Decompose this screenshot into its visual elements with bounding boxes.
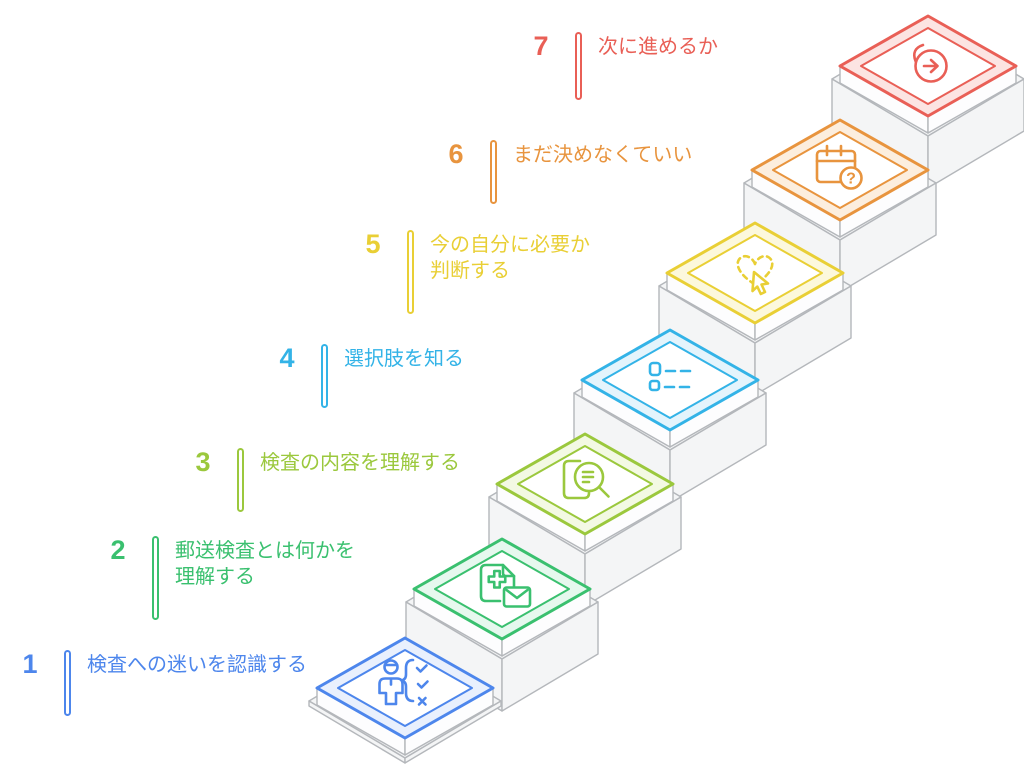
step-1-label: 1 検査への迷いを認識する xyxy=(8,650,307,716)
step-label-text: 検査の内容を理解する xyxy=(260,452,460,474)
step-number: 3 xyxy=(195,447,211,477)
step-accent-bar xyxy=(321,344,328,408)
person-decision-icon xyxy=(378,658,429,706)
step-2-inner-diamond xyxy=(434,550,570,628)
step-2-label: 2 郵送検査とは何かを 理解する xyxy=(96,536,355,620)
step-riser-right-wall xyxy=(404,700,502,764)
step-7-label: 7 次に進めるか xyxy=(519,32,718,100)
step-accent-bar xyxy=(407,230,414,314)
heart-cursor-icon xyxy=(736,254,774,296)
step-accent-bar xyxy=(237,448,244,512)
step-number: 4 xyxy=(279,343,295,373)
step-number: 2 xyxy=(110,535,126,565)
step-label-text: 次に進めるか xyxy=(598,36,718,58)
options-list-icon xyxy=(648,361,692,392)
step-6-label: 6 まだ決めなくていい xyxy=(434,140,692,204)
step-6-inner-diamond xyxy=(772,131,908,209)
step-1-platform xyxy=(308,636,502,764)
step-4-inner-diamond xyxy=(602,341,738,419)
step-accent-bar xyxy=(152,536,159,620)
step-number: 5 xyxy=(365,229,381,259)
step-label-text: まだ決めなくていい xyxy=(513,144,693,166)
medical-mail-icon xyxy=(479,563,532,608)
step-4-platform xyxy=(573,328,767,503)
step-label-text: 郵送検査とは何かを 理解する xyxy=(175,540,355,588)
step-5-label: 5 今の自分に必要か 判断する xyxy=(351,230,590,314)
step-label-text: 検査への迷いを認識する xyxy=(87,654,307,676)
step-number: 1 xyxy=(22,649,38,679)
step-3-platform xyxy=(488,432,682,607)
step-number: 6 xyxy=(448,139,464,169)
step-accent-bar xyxy=(64,650,71,716)
step-4-label: 4 選択肢を知る xyxy=(265,344,464,408)
step-number: 7 xyxy=(533,31,549,61)
step-label-text: 選択肢を知る xyxy=(344,348,464,370)
step-accent-bar xyxy=(575,32,582,100)
svg-text:?: ? xyxy=(846,171,856,188)
step-riser-right-wall xyxy=(501,601,599,712)
document-magnifier-icon xyxy=(562,459,610,500)
step-label-text: 今の自分に必要か 判断する xyxy=(430,234,590,282)
calendar-question-icon: ? xyxy=(815,144,863,190)
step-3-label: 3 検査の内容を理解する xyxy=(181,448,460,512)
forward-arrow-icon xyxy=(912,43,948,83)
step-accent-bar xyxy=(490,140,497,204)
step-7-platform xyxy=(831,14,1024,189)
